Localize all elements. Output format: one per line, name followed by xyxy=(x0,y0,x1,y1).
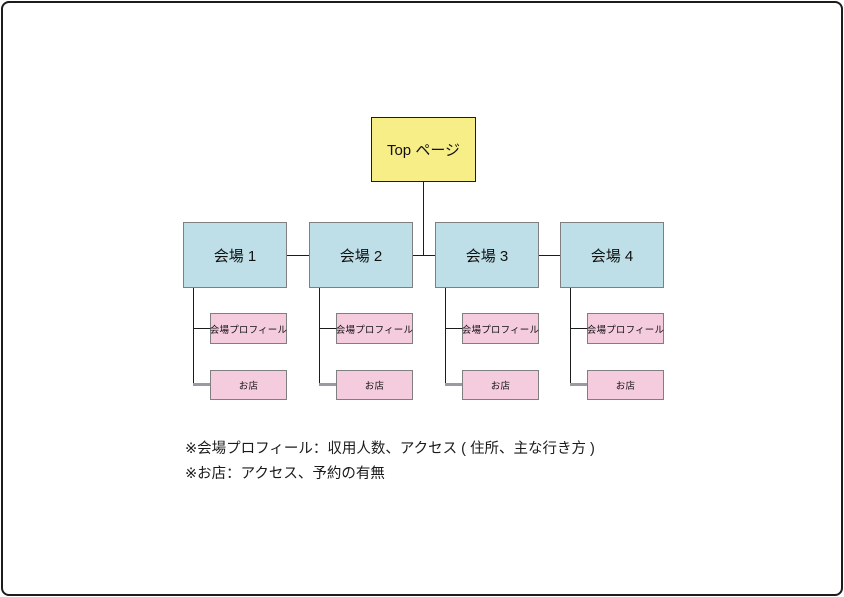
connector-venue3-profile xyxy=(445,328,462,329)
node-venue1-shop: お店 xyxy=(210,370,287,400)
node-venue3-shop: お店 xyxy=(462,370,539,400)
connector-venue3-shop xyxy=(445,383,462,386)
connector-venue4-shop xyxy=(570,383,587,386)
venue-group-2: 会場 2 会場プロフィール お店 xyxy=(309,222,413,402)
node-venue2-shop: お店 xyxy=(336,370,413,400)
connector-venue3-drop xyxy=(445,288,446,385)
node-venue-3: 会場 3 xyxy=(435,222,539,288)
node-venue-4: 会場 4 xyxy=(560,222,664,288)
connector-venue1-shop xyxy=(193,383,210,386)
connector-venue2-shop xyxy=(319,383,336,386)
note-line-2: ※お店：アクセス、予約の有無 xyxy=(185,466,385,482)
node-venue-2: 会場 2 xyxy=(309,222,413,288)
connector-venue2-drop xyxy=(319,288,320,385)
node-venue3-profile: 会場プロフィール xyxy=(462,313,539,344)
connector-venue4-drop xyxy=(570,288,571,385)
node-venue4-shop: お店 xyxy=(587,370,664,400)
connector-venue2-venue3 xyxy=(413,255,435,256)
node-top-page: Top ページ xyxy=(371,117,476,182)
venue-group-1: 会場 1 会場プロフィール お店 xyxy=(183,222,287,402)
venue-group-3: 会場 3 会場プロフィール お店 xyxy=(435,222,539,402)
node-venue1-profile: 会場プロフィール xyxy=(210,313,287,344)
node-venue2-profile: 会場プロフィール xyxy=(336,313,413,344)
connector-venue1-profile xyxy=(193,328,210,329)
connector-venue1-drop xyxy=(193,288,194,385)
connector-venue1-venue2 xyxy=(287,255,309,256)
connector-venue4-profile xyxy=(570,328,587,329)
node-venue-1: 会場 1 xyxy=(183,222,287,288)
note-line-1: ※会場プロフィール：収用人数、アクセス ( 住所、主な行き方 ) xyxy=(185,441,595,457)
connector-venue2-profile xyxy=(319,328,336,329)
connector-venue3-venue4 xyxy=(538,255,560,256)
venue-group-4: 会場 4 会場プロフィール お店 xyxy=(560,222,664,402)
footnotes: ※会場プロフィール：収用人数、アクセス ( 住所、主な行き方 ) ※お店：アクセ… xyxy=(185,437,595,487)
connector-root-drop xyxy=(423,182,424,256)
node-venue4-profile: 会場プロフィール xyxy=(587,313,664,344)
